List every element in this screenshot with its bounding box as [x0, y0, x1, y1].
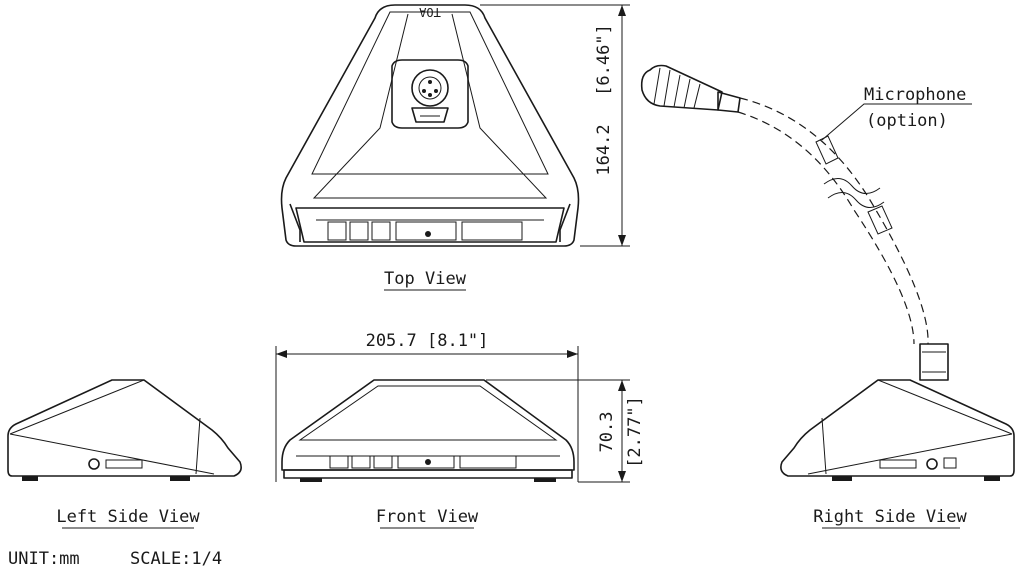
microphone-option-label: (option) — [866, 111, 948, 131]
top-view-label: Top View — [384, 269, 467, 289]
brand-mark: TOA — [418, 5, 440, 19]
left-side-view-drawing — [7, 379, 242, 481]
depth-dimension-inch: [2.77"] — [625, 396, 645, 468]
microphone-label: Microphone — [864, 85, 966, 105]
microphone-leader-line — [821, 103, 972, 141]
width-dimension-text: 205.7 [8.1"] — [366, 331, 489, 351]
height-dimension-inch: [6.46"] — [594, 24, 614, 96]
front-view-label: Front View — [376, 507, 479, 527]
left-side-view-label: Left Side View — [56, 507, 200, 527]
right-side-view-label: Right Side View — [813, 507, 967, 527]
front-view-drawing — [281, 379, 575, 482]
depth-dimension-mm: 70.3 — [597, 412, 617, 453]
right-side-view-drawing — [780, 343, 1015, 481]
microphone-drawing — [640, 64, 929, 345]
top-view-drawing — [280, 4, 580, 247]
unit-label: UNIT:mm — [8, 549, 80, 569]
width-dimension-line — [275, 346, 579, 482]
height-dimension-mm: 164.2 — [594, 124, 614, 175]
height-dimension-line — [480, 4, 630, 247]
scale-label: SCALE:1/4 — [130, 549, 222, 569]
depth-dimension-line — [486, 379, 630, 483]
